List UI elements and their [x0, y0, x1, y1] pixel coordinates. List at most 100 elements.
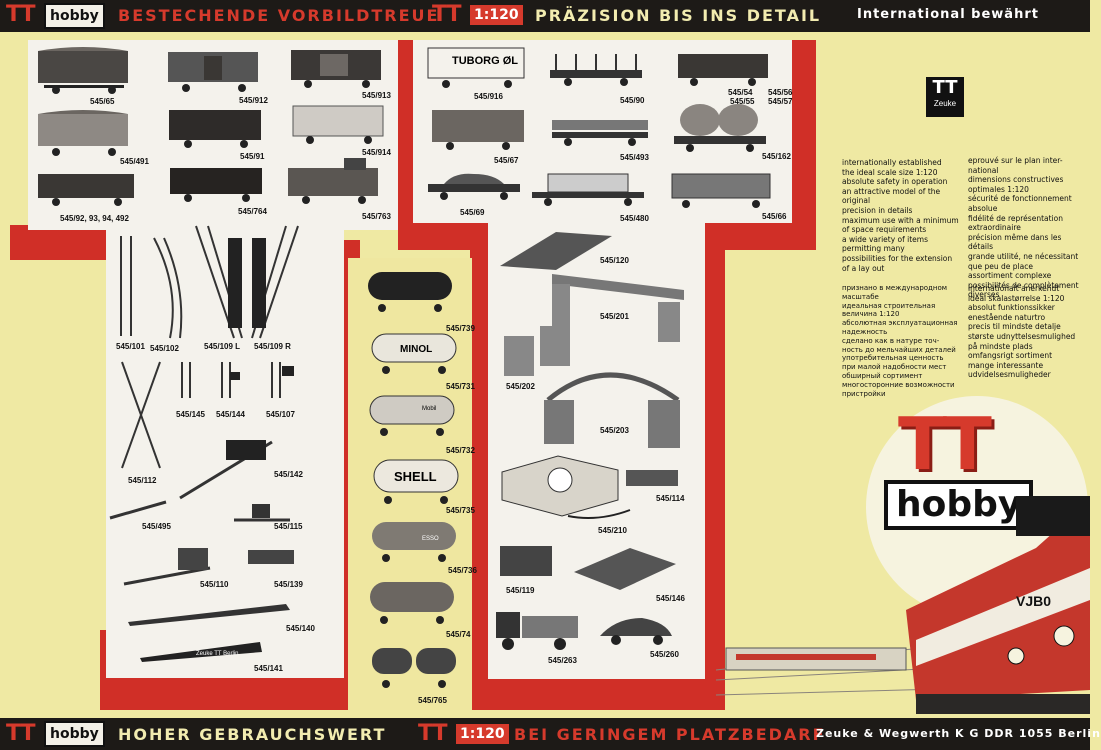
- text-line: масштабе: [842, 292, 879, 301]
- text-line: possibilités de complètement: [968, 280, 1079, 290]
- locomotive-illustration: VJB0: [715, 496, 1091, 714]
- item-code: 545/914: [362, 148, 391, 157]
- signal-box-image: [574, 548, 676, 590]
- text-line: the ideal scale size 1:120: [842, 167, 938, 177]
- text-line: précision même dans les: [968, 232, 1062, 242]
- text-line: største udnyttelsesmulighed: [968, 331, 1076, 341]
- tuborg-mark: TUBORG ØL: [452, 55, 518, 67]
- bridge-pier-image: [504, 326, 570, 376]
- text-line: fidélité de représentation: [968, 213, 1063, 223]
- item-code: 545/54: [728, 88, 753, 97]
- text-line: of a lay out: [842, 263, 885, 273]
- item-code: 545/260: [650, 650, 679, 659]
- straight-track-image: [120, 236, 132, 336]
- container-wagon-image: [532, 173, 644, 206]
- text-line: a wide variety of items: [842, 234, 929, 244]
- text-line: признано в международном: [842, 284, 948, 292]
- zeuke-tt-mark: TT: [932, 77, 958, 98]
- text-line: national: [968, 165, 999, 175]
- turntable-track-image: [179, 440, 273, 500]
- tank-wagon-image: ESSO: [372, 522, 456, 562]
- item-code: 545/480: [620, 214, 649, 223]
- item-code: 545/735: [446, 506, 475, 515]
- tool-image: [128, 604, 290, 626]
- transformer-image: [501, 455, 631, 519]
- item-code: 545/92, 93, 94, 492: [60, 214, 129, 223]
- top-banner: TT hobby BESTECHENDE VORBILDTREUE TT 1:1…: [0, 0, 1090, 32]
- text-line: величина 1:120: [842, 310, 900, 319]
- covered-wagon-image: [169, 110, 261, 148]
- tt-mark: TT: [432, 2, 462, 27]
- tank-wagon-image: [368, 272, 452, 312]
- item-code: 545/56: [768, 88, 793, 97]
- item-code: 545/765: [418, 696, 447, 705]
- item-code: 545/115: [274, 522, 303, 531]
- item-code: 545/912: [239, 96, 268, 105]
- item-code: 545/101: [116, 342, 145, 351]
- switch-right-image: [251, 225, 299, 339]
- covered-wagon-image: [38, 110, 128, 156]
- esso-mark: ESSO: [422, 536, 439, 542]
- item-code: 545/732: [446, 446, 475, 455]
- text-line: original: [842, 196, 871, 206]
- crossing-track-image: [121, 361, 161, 469]
- tweezers-image: Zeuke TT Berlin: [140, 642, 262, 662]
- girder-bridge-image: [552, 274, 684, 342]
- item-code: 545/763: [362, 212, 391, 221]
- contact-track-image: [271, 362, 294, 398]
- text-line: многосторонние возможности: [842, 380, 955, 389]
- truss-bridge-image: [500, 232, 612, 270]
- silo-wagon-image: [674, 104, 766, 152]
- item-code: 545/57: [768, 97, 793, 106]
- text-line: internationalt anerkendt: [968, 284, 1060, 293]
- signal-track-image: [123, 548, 211, 586]
- item-code: 545/74: [446, 630, 471, 639]
- item-code: 545/114: [656, 494, 685, 503]
- text-line: precision in details: [842, 205, 913, 215]
- text-line: udvidelsesmuligheder: [968, 370, 1051, 380]
- covered-wagon-image: [168, 52, 258, 92]
- refrigerator-wagon-image: TUBORG ØL: [427, 47, 525, 88]
- hopper-wagon-image: [671, 173, 771, 208]
- item-code: 545/110: [200, 580, 229, 589]
- item-code: 545/109 R: [254, 342, 291, 351]
- item-code: 545/69: [460, 208, 485, 217]
- item-code: 545/90: [620, 96, 645, 105]
- item-code: 545/731: [446, 382, 475, 391]
- open-wagon-image: [678, 54, 768, 86]
- switch-left-image: [195, 225, 243, 339]
- item-code: 545/139: [274, 580, 303, 589]
- covered-wagon-image: [291, 50, 381, 88]
- text-russian: признано в международном масштабе идеаль…: [842, 284, 958, 398]
- item-code: 545/913: [362, 91, 391, 100]
- text-line: обширный сортимент: [842, 371, 923, 380]
- text-line: ность до мельчайших деталей: [842, 345, 956, 354]
- text-line: på mindste plads: [968, 341, 1033, 351]
- zeuke-name: Zeuke: [933, 99, 957, 108]
- panel-track: [106, 226, 344, 678]
- tank-wagon-image: [370, 582, 454, 624]
- slogan-international: International bewährt: [857, 7, 1039, 22]
- text-line: assortiment complexe: [968, 271, 1052, 281]
- text-line: абсолютная эксплуатационная: [842, 319, 958, 328]
- text-line: optimales 1:120: [968, 184, 1029, 194]
- text-line: absolut funktionssikker: [968, 303, 1055, 313]
- text-line: absolue: [968, 203, 998, 213]
- slogan-vorbildtreue: BESTECHENDE VORBILDTREUE: [118, 6, 440, 25]
- curved-track-image: [153, 237, 183, 339]
- item-code: 545/201: [600, 312, 629, 321]
- item-code: 545/764: [238, 207, 267, 216]
- item-code: 545/493: [620, 153, 649, 162]
- text-line: possibilities for the extension: [842, 253, 953, 263]
- item-code: 545/146: [656, 594, 685, 603]
- text-line: sécurité de fonctionnement: [968, 194, 1072, 204]
- item-code: 545/112: [128, 476, 157, 485]
- text-line: ideal skalastørrelse 1:120: [968, 293, 1065, 303]
- text-line: omfangsrigt sortiment: [968, 351, 1053, 361]
- decoupler-image: [248, 550, 294, 564]
- covered-wagon-image: [292, 105, 384, 144]
- text-line: détails: [968, 242, 993, 252]
- item-code: 545/65: [90, 97, 115, 106]
- stake-wagon-image: [550, 54, 642, 86]
- text-line: internationally established: [842, 158, 942, 167]
